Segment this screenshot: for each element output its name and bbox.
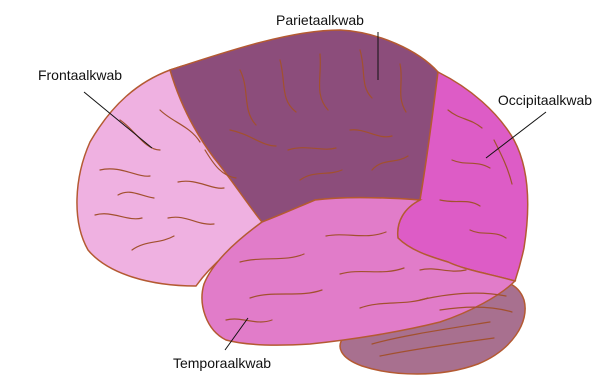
label-parietal: Parietaalkwab: [276, 12, 364, 28]
label-temporal: Temporaalkwab: [173, 355, 271, 371]
label-frontal: Frontaalkwab: [38, 67, 122, 83]
label-occipital: Occipitaalkwab: [498, 92, 592, 108]
